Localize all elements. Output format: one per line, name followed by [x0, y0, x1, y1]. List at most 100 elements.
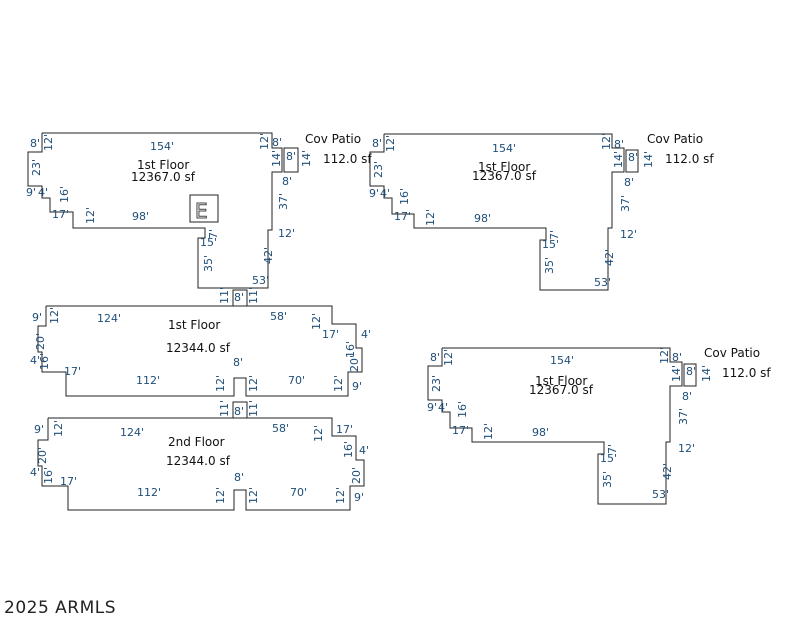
plan-3-dim-label: 12'	[247, 375, 260, 392]
plan-2-patio-outline	[625, 149, 639, 173]
plan-5-patio-label: Cov Patio	[704, 346, 760, 360]
plan-2-dim-label: 12'	[620, 228, 637, 241]
plan-5-dim-label: 154'	[550, 354, 574, 367]
plan-1-dim-label: 4'	[38, 186, 48, 199]
plan-2-patio-label: Cov Patio	[647, 132, 703, 146]
plan-1-dim-label: 154'	[150, 140, 174, 153]
plan-3-dim-label: 20'	[34, 333, 47, 350]
plan-3-room-label: 1st Floor	[168, 318, 220, 332]
plan-1-dim-label: 16'	[58, 186, 71, 203]
plan-1-dim-label: 15'	[200, 236, 217, 249]
copyright-watermark: 2025 ARMLS	[4, 598, 117, 618]
plan-2-outline	[369, 133, 625, 291]
plan-4-dim-label: 58'	[272, 422, 289, 435]
plan-3-dim-label: 12'	[48, 307, 61, 324]
plan-2-dim-label: 4'	[380, 187, 390, 200]
plan-5-dim-label: 17'	[452, 424, 469, 437]
plan-5-dim-label: 8'	[682, 390, 692, 403]
plan-3-dim-label: 8'	[234, 291, 244, 304]
plan-2-dim-label: 15'	[542, 238, 559, 251]
plan-4-dim-label: 12'	[312, 425, 325, 442]
plan-5-dim-label: 7'	[606, 444, 619, 454]
plan-1-dim-label: 17'	[52, 208, 69, 221]
plan-4-dim-label: 4'	[359, 444, 369, 457]
plan-3-dim-label: 112'	[136, 374, 160, 387]
plan-2-dim-label: 8'	[628, 151, 638, 164]
plan-2-dim-label: 17'	[394, 210, 411, 223]
plan-3-dim-label: 58'	[270, 310, 287, 323]
plan-1-dim-label: 12'	[84, 207, 97, 224]
plan-5-patio-outline	[683, 363, 697, 387]
plan-5-dim-label: 8'	[686, 365, 696, 378]
plan-2-dim-label: 14'	[612, 151, 625, 168]
plan-3-outline	[37, 305, 363, 397]
plan-1-patio-area: 112.0 sf	[323, 152, 372, 166]
plan-2-dim-label: 98'	[474, 212, 491, 225]
plan-4-dim-label: 8'	[234, 405, 244, 418]
plan-3-dim-label: 8'	[233, 356, 243, 369]
plan-5-dim-label: 12'	[482, 423, 495, 440]
plan-1-dim-label: 8'	[272, 136, 282, 149]
floor-plan-2: 1st Floor 12367.0 sf Cov Patio 112.0 sf …	[369, 132, 714, 291]
plan-3-dim-label: 4'	[30, 354, 40, 367]
plan-5-dim-label: 8'	[672, 351, 682, 364]
plan-3-dim-label: 16'	[38, 353, 51, 370]
plan-2-dim-label: 23'	[372, 161, 385, 178]
plan-2-dim-label: 37'	[619, 195, 632, 212]
plan-2-dim-label: 16'	[398, 188, 411, 205]
plan-5-dim-label: 12'	[678, 442, 695, 455]
plan-1-area-label: 12367.0 sf	[131, 170, 196, 184]
plan-2-dim-label: 12'	[384, 135, 397, 152]
plan-2-dim-label: 9'	[369, 187, 379, 200]
plan-4-dim-label: 8'	[234, 471, 244, 484]
plan-2-dim-label: 8'	[624, 176, 634, 189]
plan-2-dim-label: 154'	[492, 142, 516, 155]
plan-5-dim-label: 12'	[442, 349, 455, 366]
plan-5-dim-label: 42'	[661, 463, 674, 480]
plan-3-dim-label: 20'	[348, 355, 361, 372]
plan-4-dim-label: 70'	[290, 486, 307, 499]
plan-5-dim-label: 23'	[430, 375, 443, 392]
plan-3-dim-label: 9'	[352, 380, 362, 393]
plan-1-dim-label: 42'	[262, 247, 275, 264]
plan-5-dim-label: 35'	[601, 471, 614, 488]
plan-5-room-label: 1st Floor	[535, 374, 587, 388]
floor-plan-1: 1st Floor 12367.0 sf Cov Patio 112.0 sf …	[26, 132, 372, 289]
plan-2-room-label: 1st Floor	[478, 160, 530, 174]
plan-1-entry-box	[189, 194, 219, 223]
plan-2-dim-label: 8'	[614, 138, 624, 151]
plan-5-dim-label: 37'	[677, 408, 690, 425]
plan-3-dim-label: 9'	[32, 311, 42, 324]
plan-1-dim-label: 14'	[270, 150, 283, 167]
plan-5-dim-label: 12'	[658, 347, 671, 364]
plan-1-dim-label: 14'	[300, 150, 313, 167]
plan-2-dim-label: 14'	[642, 151, 655, 168]
plan-1-dim-label: 37'	[277, 193, 290, 210]
plan-5-dim-label: 14'	[700, 365, 713, 382]
plan-1-dim-label: 23'	[30, 159, 43, 176]
plan-3-dim-label: 12'	[310, 313, 323, 330]
plan-3-dim-label: 12'	[214, 375, 227, 392]
plan-4-dim-label: 124'	[120, 426, 144, 439]
plan-5-dim-label: 4'	[438, 401, 448, 414]
plan-4-dim-label: 9'	[354, 491, 364, 504]
plan-5-patio-area: 112.0 sf	[722, 366, 771, 380]
plan-2-dim-label: 7'	[548, 230, 561, 240]
plan-1-patio-outline	[283, 147, 299, 173]
plan-3-dim-label: 16'	[344, 341, 357, 358]
plan-5-dim-label: 9'	[427, 401, 437, 414]
plan-5-dim-label: 16'	[456, 401, 469, 418]
plan-3-dim-label: 70'	[288, 374, 305, 387]
plan-1-dim-label: 8'	[286, 150, 296, 163]
plan-1-dim-label: 53'	[252, 274, 269, 287]
plan-4-dim-label: 11'	[247, 400, 260, 417]
plan-4-dim-label: 12'	[334, 487, 347, 504]
plan-2-dim-label: 42'	[603, 249, 616, 266]
plan-2-area-label: 12367.0 sf	[472, 169, 537, 183]
plan-4-dim-label: 16'	[342, 441, 355, 458]
plan-2-dim-label: 12'	[600, 133, 613, 150]
floor-plan-4: 2nd Floor 12344.0 sf 11' 8' 11' 9' 12' 1…	[30, 400, 369, 511]
plan-1-dim-label: 8'	[282, 175, 292, 188]
plan-1-dim-label: 12'	[258, 133, 271, 150]
